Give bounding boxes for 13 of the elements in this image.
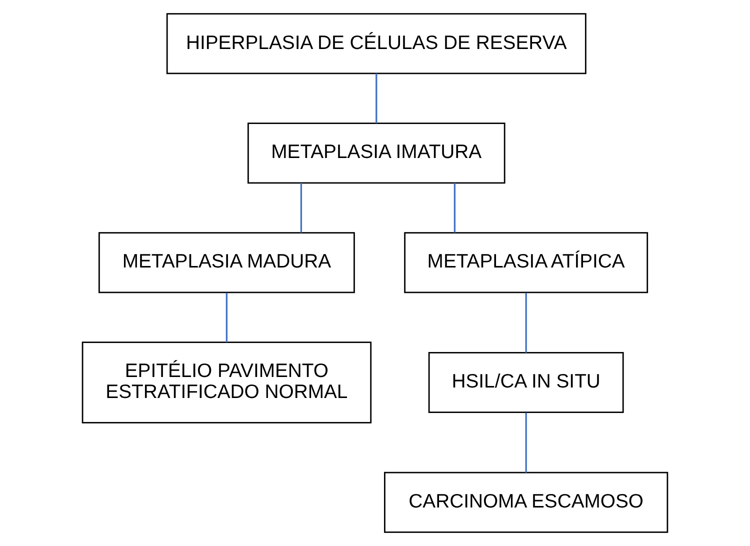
connector — [300, 183, 302, 233]
node-box: HIPERPLASIA DE CÉLULAS DE RESERVA — [166, 13, 586, 74]
connector — [226, 292, 228, 342]
connector — [525, 412, 527, 473]
connector — [376, 74, 378, 124]
node-box: CARCINOMA ESCAMOSO — [384, 472, 668, 533]
connector — [525, 292, 527, 353]
node-box: HSIL/CA IN SITU — [428, 352, 624, 413]
node-box: METAPLASIA MADURA — [98, 232, 355, 294]
node-box: EPITÉLIO PAVIMENTO ESTRATIFICADO NORMAL — [82, 342, 372, 424]
node-box: METAPLASIA ATÍPICA — [404, 232, 648, 294]
node-box: METAPLASIA IMATURA — [247, 122, 506, 184]
connector — [454, 183, 456, 233]
